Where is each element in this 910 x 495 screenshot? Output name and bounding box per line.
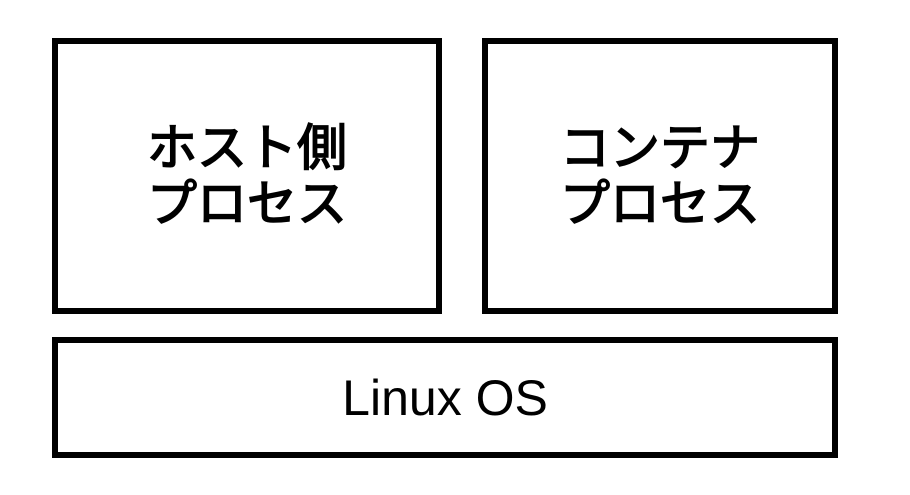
container-process-label-line2: プロセス <box>560 175 760 233</box>
linux-os-label: Linux OS <box>342 369 548 426</box>
container-process-label-line1: コンテナ <box>560 119 760 177</box>
host-process-label-line2: プロセス <box>147 175 347 233</box>
host-process-label-line1: ホスト側 <box>147 119 347 177</box>
container-process-label: コンテナ プロセス <box>560 120 760 232</box>
host-process-box: ホスト側 プロセス <box>52 38 442 314</box>
host-process-label: ホスト側 プロセス <box>147 120 347 232</box>
container-process-box: コンテナ プロセス <box>482 38 838 314</box>
linux-os-box: Linux OS <box>52 337 838 458</box>
